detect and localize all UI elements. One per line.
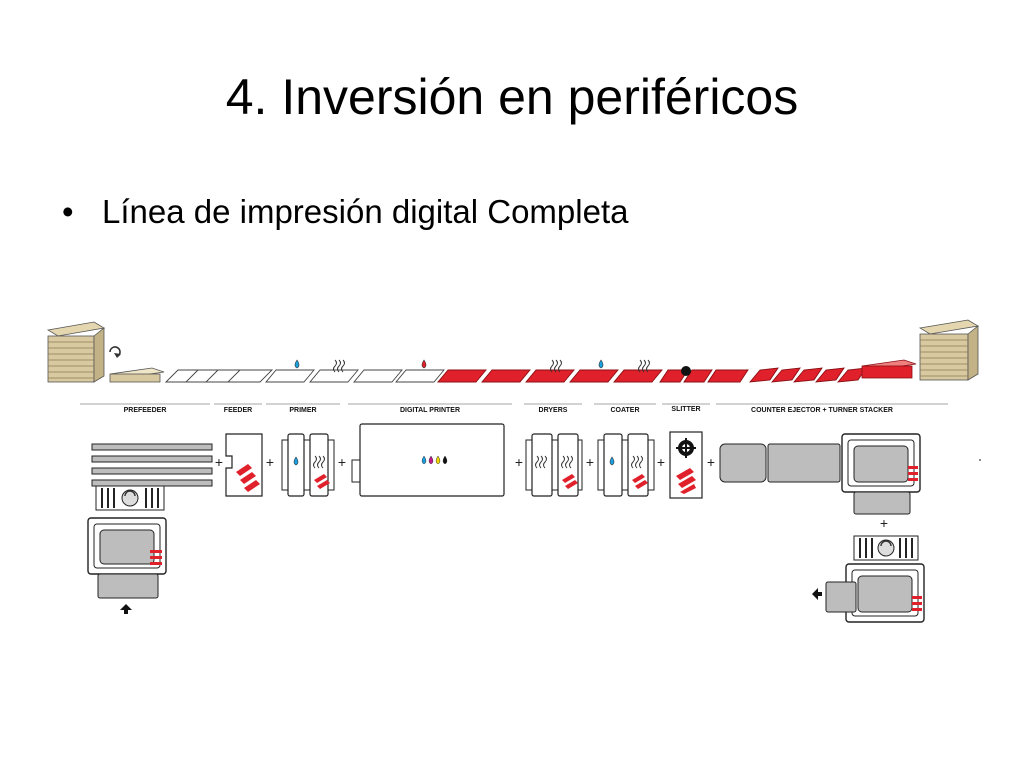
small-stack-left [109, 367, 165, 383]
ink-drop-icon [421, 359, 427, 369]
white-sheets [164, 369, 445, 383]
water-drop-icon [293, 456, 299, 466]
stage-label-digital-printer: DIGITAL PRINTER [400, 407, 460, 414]
slitter-unit [669, 431, 703, 499]
printing-line-diagram: PREFEEDER FEEDER PRIMER DIGITAL PRINTER … [46, 319, 981, 623]
water-drop-icon [598, 359, 604, 369]
stage-label-feeder: FEEDER [224, 407, 252, 414]
prefeeder-elevator [87, 517, 167, 599]
turner-stacker-unit [841, 433, 921, 515]
counter-ejector-conveyor [719, 443, 841, 483]
stage-label-slitter: SLITTER [671, 406, 700, 413]
small-stack-right [861, 359, 917, 379]
connector-plus: + [515, 454, 523, 470]
coater-unit [597, 433, 655, 497]
red-sheets [437, 367, 867, 383]
prefeeder-turner [95, 485, 165, 511]
stage-label-coater: COATER [610, 407, 639, 414]
connector-plus: + [586, 454, 594, 470]
primer-unit [281, 433, 335, 497]
water-drop-icon [609, 456, 615, 466]
stage-label-primer: PRIMER [289, 407, 316, 414]
arrow-left-icon [812, 588, 822, 600]
heat-icon [535, 455, 573, 469]
arrow-up-icon [120, 604, 132, 614]
saw-blade-icon [681, 366, 691, 376]
water-drop-icon [294, 359, 300, 369]
stage-label-counter-ejector: COUNTER EJECTOR + TURNER STACKER [751, 407, 893, 414]
feeder-unit [225, 433, 263, 497]
stray-dot [979, 459, 981, 461]
bullet-text: Línea de impresión digital Completa [102, 193, 629, 230]
heat-icon [550, 359, 650, 373]
cmyk-ink-icon [421, 455, 448, 465]
bullet-item: • Línea de impresión digital Completa [62, 190, 628, 234]
connector-plus: + [707, 454, 715, 470]
slide-title: 4. Inversión en periféricos [225, 69, 799, 125]
heat-icon [631, 455, 643, 469]
connector-plus: + [266, 454, 274, 470]
saw-blade-icon [676, 438, 696, 458]
heat-icon [313, 455, 325, 469]
dryers-unit [525, 433, 583, 497]
rotate-icon [109, 346, 121, 358]
connector-plus: + [880, 515, 888, 531]
bullet-dot: • [62, 193, 74, 230]
connector-plus: + [215, 454, 223, 470]
turner-stacker-output [825, 563, 925, 623]
connector-plus: + [338, 454, 346, 470]
digital-printer-unit [351, 423, 505, 497]
stage-label-prefeeder: PREFEEDER [124, 407, 167, 414]
connector-plus: + [657, 454, 665, 470]
heat-icon [333, 359, 345, 373]
carton-stack-right [918, 319, 980, 381]
turner-stacker-turner [853, 535, 919, 561]
prefeeder-rails [91, 443, 213, 487]
stage-label-dryers: DRYERS [539, 407, 568, 414]
carton-stack-left [46, 321, 106, 383]
